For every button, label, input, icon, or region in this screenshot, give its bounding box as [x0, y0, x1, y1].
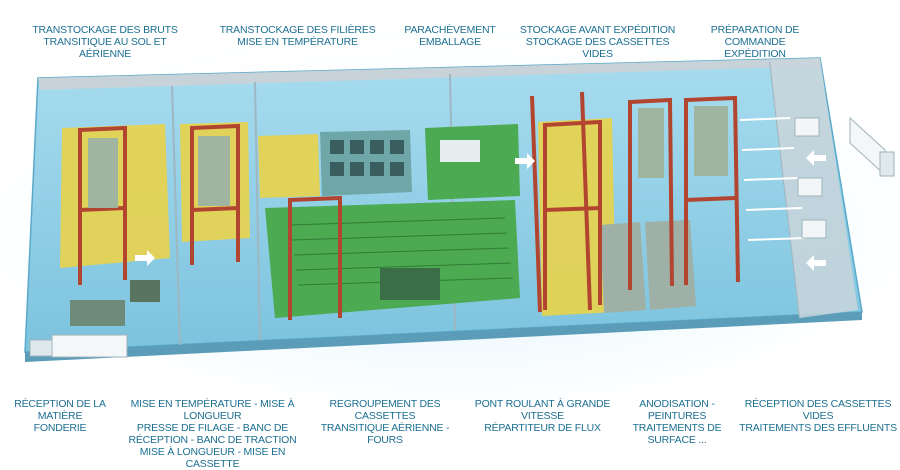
flow-arrows [135, 150, 826, 271]
foundry-furnace [70, 300, 125, 326]
gantry-cranes [78, 95, 740, 320]
label-parachevement: PARACHÈVEMENT EMBALLAGE [404, 24, 496, 48]
label-reception-matiere: RÉCEPTION DE LA MATIÈRE FONDERIE [14, 398, 106, 434]
shipping-conveyors [739, 117, 807, 241]
label-mise-en-temperature: MISE EN TEMPÉRATURE - MISE À LONGUEUR PR… [128, 398, 297, 470]
overhead-beams [530, 91, 592, 313]
label-reception-cassettes: RÉCEPTION DES CASSETTES VIDES TRAITEMENT… [739, 398, 897, 434]
label-pont-roulant: PONT ROULANT À GRANDE VITESSE RÉPARTITEU… [474, 398, 611, 434]
label-transtockage-filieres: TRANSTOCKAGE DES FILIÈRES MISE EN TEMPÉR… [219, 24, 376, 48]
oven-cells [330, 140, 404, 176]
storage-zone [538, 118, 616, 316]
plant-diagram: TRANSTOCKAGE DES BRUTS TRANSITIQUE AU SO… [0, 24, 900, 470]
storage-rack-a [600, 222, 646, 313]
shipping-boxes [794, 117, 827, 239]
label-regroupement-cassettes: REGROUPEMENT DES CASSETTES TRANSITIQUE A… [320, 398, 450, 446]
back-wall [38, 58, 820, 90]
delivery-truck-right [849, 116, 895, 177]
delivery-truck-left [29, 334, 128, 358]
press-block [380, 268, 440, 300]
label-transtockage-bruts: TRANSTOCKAGE DES BRUTS TRANSITIQUE AU SO… [32, 24, 178, 60]
packaging-machine [440, 140, 480, 162]
front-edge [25, 312, 862, 362]
extrusion-line [265, 200, 520, 318]
factory-floor-illustration [0, 25, 900, 405]
label-anodisation: ANODISATION - PEINTURES TRAITEMENTS DE S… [632, 398, 722, 446]
label-preparation-commande: PRÉPARATION DE COMMANDE EXPÉDITION [710, 24, 800, 60]
extrusion-rollers [289, 217, 514, 286]
heating-zone [258, 134, 320, 198]
stock-racks [88, 106, 728, 208]
foundry-unit [130, 280, 160, 302]
label-stockage-expedition: STOCKAGE AVANT EXPÉDITION STOCKAGE DES C… [519, 24, 676, 60]
